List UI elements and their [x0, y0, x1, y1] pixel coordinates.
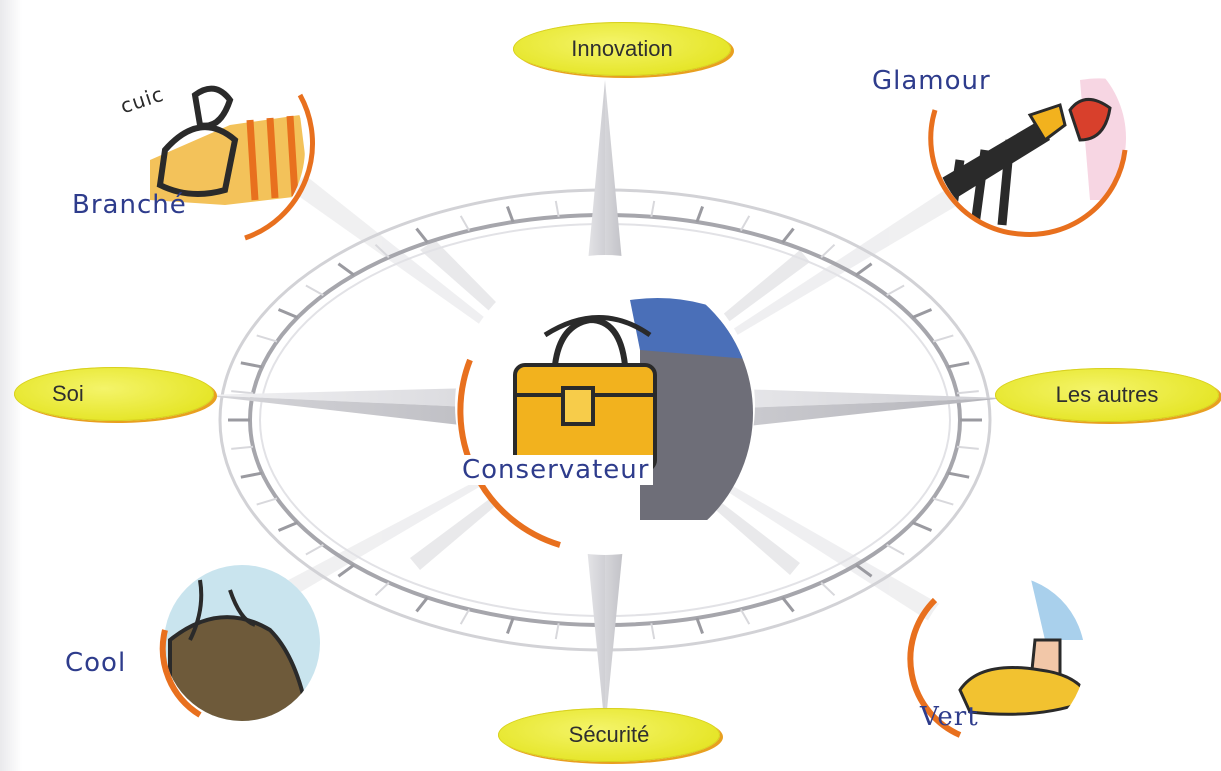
axis-west-pill: Soi	[14, 367, 214, 421]
ring-tick	[781, 596, 795, 613]
ring-tick	[277, 308, 299, 319]
ring-tick	[932, 334, 954, 343]
ring-tick	[337, 563, 355, 578]
ring-tick	[820, 581, 836, 597]
ring-tick	[911, 521, 933, 532]
ring-tick	[947, 361, 970, 369]
axis-north-pill: Innovation	[513, 22, 731, 76]
ring-tick	[739, 215, 751, 232]
axis-east-label: Les autres	[1055, 382, 1159, 407]
ring-tick	[956, 390, 979, 395]
ring-tick	[240, 471, 263, 479]
corner-label-bottom-left: Cool	[65, 648, 127, 678]
squeezed-toy-icon	[105, 48, 316, 248]
ring-tick	[305, 284, 324, 297]
ring-tick	[415, 596, 429, 613]
center-illustration	[455, 255, 755, 555]
ring-tick	[695, 617, 704, 634]
ring-tick	[277, 521, 299, 532]
ring-tick	[886, 284, 905, 297]
ring-tick	[554, 200, 560, 217]
ring-tick	[932, 497, 954, 506]
ring-tick	[337, 262, 355, 277]
ring-tick	[374, 581, 390, 597]
ring-tick	[231, 445, 254, 450]
ring-tick	[554, 623, 560, 640]
axis-north-label: Innovation	[571, 36, 673, 61]
axis-south-label: Sécurité	[568, 722, 650, 747]
ring-tick	[650, 200, 656, 217]
ring-tick	[256, 334, 278, 343]
ring-tick	[459, 215, 471, 232]
corner-label-bottom-right: Vert	[920, 702, 979, 732]
ring-tick	[506, 617, 515, 634]
ring-tick	[415, 227, 429, 244]
lipstick-icon	[928, 42, 1128, 237]
ring-tick	[739, 608, 751, 625]
ring-tick	[374, 243, 390, 259]
ring-tick	[256, 497, 278, 506]
ring-tick	[855, 262, 873, 277]
ring-tick	[956, 445, 979, 450]
corner-label-top-right: Glamour	[872, 66, 991, 96]
ring-tick	[305, 543, 324, 556]
page-edge-shadow	[0, 0, 22, 771]
relaxed-person-icon	[159, 565, 320, 721]
axis-south-pill: Sécurité	[498, 708, 720, 762]
ring-tick	[240, 361, 263, 369]
ring-tick	[650, 623, 656, 640]
ring-tick	[855, 563, 873, 578]
axis-east-pill: Les autres	[995, 368, 1219, 422]
ring-tick	[781, 227, 795, 244]
ring-tick	[459, 608, 471, 625]
axis-west-label: Soi	[52, 381, 84, 406]
ring-tick	[695, 206, 704, 223]
center-label: Conservateur	[458, 455, 654, 485]
ring-tick	[231, 390, 254, 395]
ring-tick	[886, 543, 905, 556]
ring-tick	[947, 471, 970, 479]
ring-tick	[506, 206, 515, 223]
ring-tick	[911, 308, 933, 319]
corner-label-top-left: Branché	[72, 190, 187, 220]
ring-tick	[820, 243, 836, 259]
